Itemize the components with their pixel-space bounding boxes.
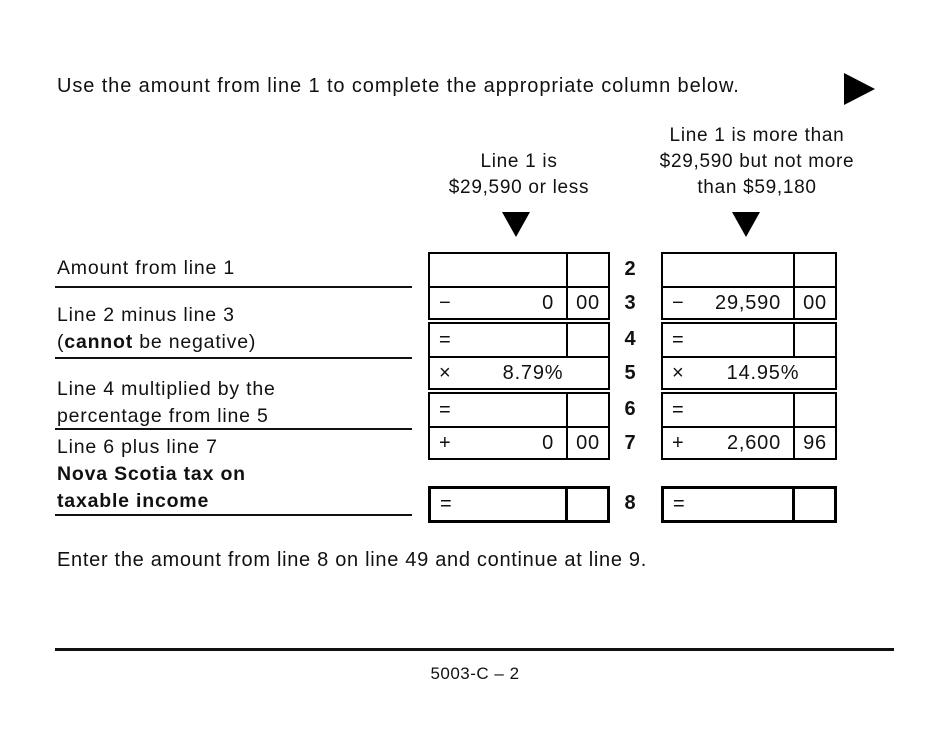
col1-row4: = bbox=[430, 324, 608, 356]
minus-sign: − bbox=[672, 291, 685, 314]
label-ns-tax-line2: taxable income bbox=[57, 490, 210, 512]
line-number-7: 7 bbox=[624, 432, 636, 454]
col2-group-rows-6-7: = + 2,600 96 bbox=[661, 392, 837, 460]
equals-sign: = bbox=[672, 328, 685, 351]
column1-header-line1: Line 1 is bbox=[480, 151, 558, 172]
page-number: 5003-C – 2 bbox=[430, 664, 520, 683]
col2-row6: = bbox=[663, 394, 835, 426]
label-line: Line 4 multiplied by the bbox=[57, 378, 276, 400]
column1-header: Line 1 is $29,590 or less bbox=[419, 149, 619, 201]
col2-row5: × 14.95% bbox=[663, 356, 835, 388]
times-sign: × bbox=[439, 361, 452, 384]
col1-row6: = bbox=[430, 394, 608, 426]
col1-row8-cents-field[interactable] bbox=[565, 489, 607, 520]
bottom-instruction-text: Enter the amount from line 8 on line 49 … bbox=[57, 549, 648, 571]
minus-sign: − bbox=[439, 291, 452, 314]
col1-row5-percent: 8.79% bbox=[502, 361, 564, 384]
col2-group-rows-2-3: − 29,590 00 bbox=[661, 252, 837, 320]
col2-row2-cents-field[interactable] bbox=[793, 254, 835, 286]
col1-row8-box: = bbox=[428, 486, 610, 523]
label-divider-line bbox=[55, 286, 412, 288]
column2-header-line1: Line 1 is more than bbox=[669, 125, 845, 146]
col2-row3: − 29,590 00 bbox=[663, 286, 835, 318]
col2-row4-cents-field[interactable] bbox=[793, 324, 835, 356]
col2-row3-amount: 29,590 bbox=[715, 291, 781, 314]
label-line: percentage from line 5 bbox=[57, 405, 269, 427]
equals-sign: = bbox=[673, 493, 686, 515]
col1-group-rows-2-3: − 0 00 bbox=[428, 252, 610, 320]
col1-row7-amount: 0 bbox=[542, 431, 554, 454]
equals-sign: = bbox=[440, 493, 453, 515]
line-number-2: 2 bbox=[624, 258, 636, 280]
col1-row3: − 0 00 bbox=[430, 286, 608, 318]
label-line: Line 6 plus line 7 bbox=[57, 436, 218, 458]
col2-row7-cents: 96 bbox=[793, 428, 835, 458]
label-divider-line bbox=[55, 357, 412, 359]
column1-pointer-icon bbox=[502, 212, 530, 237]
continue-arrow-icon bbox=[844, 73, 875, 105]
label-amount-from-line1: Amount from line 1 bbox=[57, 257, 236, 279]
label-line6-plus-line7: Line 6 plus line 7 Nova Scotia tax on ta… bbox=[57, 434, 246, 515]
label-divider-line bbox=[55, 514, 412, 516]
label-line: Line 2 minus line 3 bbox=[57, 304, 235, 326]
col1-row2-cents-field[interactable] bbox=[566, 254, 608, 286]
label-line4-multiplied: Line 4 multiplied by the percentage from… bbox=[57, 376, 276, 430]
col2-row8-cents-field[interactable] bbox=[792, 489, 834, 520]
col2-row3-cents: 00 bbox=[793, 288, 835, 318]
col1-row2-amount-field[interactable] bbox=[462, 270, 566, 271]
col1-group-rows-6-7: = + 0 00 bbox=[428, 392, 610, 460]
col2-row4-amount-field[interactable] bbox=[695, 340, 793, 341]
label-line2-minus-line3: Line 2 minus line 3 (cannot be negative) bbox=[57, 302, 256, 356]
col2-row6-amount-field[interactable] bbox=[695, 410, 793, 411]
col1-row3-cents: 00 bbox=[566, 288, 608, 318]
col1-row2 bbox=[430, 254, 608, 286]
col2-row2-amount-field[interactable] bbox=[695, 270, 793, 271]
column2-pointer-icon bbox=[732, 212, 760, 237]
col2-group-rows-4-5: = × 14.95% bbox=[661, 322, 837, 390]
column2-header-line2: $29,590 but not more bbox=[659, 151, 855, 172]
col2-row4: = bbox=[663, 324, 835, 356]
col2-row2 bbox=[663, 254, 835, 286]
col1-row8-amount-field[interactable] bbox=[463, 504, 565, 505]
label-divider-line bbox=[55, 428, 412, 430]
line-number-4: 4 bbox=[624, 328, 636, 350]
col1-row8: = bbox=[431, 489, 607, 520]
label-cannot-bold: cannot bbox=[64, 331, 134, 353]
col1-row7-cents: 00 bbox=[566, 428, 608, 458]
col1-row4-cents-field[interactable] bbox=[566, 324, 608, 356]
line-number-5: 5 bbox=[624, 362, 636, 384]
col2-row7-amount: 2,600 bbox=[726, 431, 781, 454]
col1-group-rows-4-5: = × 8.79% bbox=[428, 322, 610, 390]
equals-sign: = bbox=[439, 398, 452, 421]
label-line: (cannot be negative) bbox=[57, 329, 256, 356]
label-rest: be negative) bbox=[133, 331, 257, 353]
intro-text: Use the amount from line 1 to complete t… bbox=[57, 75, 740, 97]
col2-row8-amount-field[interactable] bbox=[696, 504, 792, 505]
label-ns-tax-line1: Nova Scotia tax on bbox=[57, 463, 246, 485]
plus-sign: + bbox=[439, 431, 452, 454]
times-sign: × bbox=[672, 361, 685, 384]
col2-row6-cents-field[interactable] bbox=[793, 394, 835, 426]
col1-row6-cents-field[interactable] bbox=[566, 394, 608, 426]
line-number-8: 8 bbox=[624, 492, 636, 514]
equals-sign: = bbox=[672, 398, 685, 421]
column1-header-line2: $29,590 or less bbox=[448, 177, 590, 198]
column2-header: Line 1 is more than $29,590 but not more… bbox=[633, 123, 881, 201]
col1-row5: × 8.79% bbox=[430, 356, 608, 388]
col1-row7: + 0 00 bbox=[430, 426, 608, 458]
col1-row3-amount: 0 bbox=[542, 291, 554, 314]
line-number-3: 3 bbox=[624, 292, 636, 314]
col2-row8-box: = bbox=[661, 486, 837, 523]
col2-row8: = bbox=[664, 489, 834, 520]
col1-row4-amount-field[interactable] bbox=[462, 340, 566, 341]
plus-sign: + bbox=[672, 431, 685, 454]
label-paren: ( bbox=[57, 331, 65, 353]
column2-header-line3: than $59,180 bbox=[697, 177, 817, 198]
footer-rule bbox=[55, 648, 894, 651]
equals-sign: = bbox=[439, 328, 452, 351]
col1-row6-amount-field[interactable] bbox=[462, 410, 566, 411]
col2-row7: + 2,600 96 bbox=[663, 426, 835, 458]
line-number-6: 6 bbox=[624, 398, 636, 420]
col2-row5-percent: 14.95% bbox=[726, 361, 800, 384]
